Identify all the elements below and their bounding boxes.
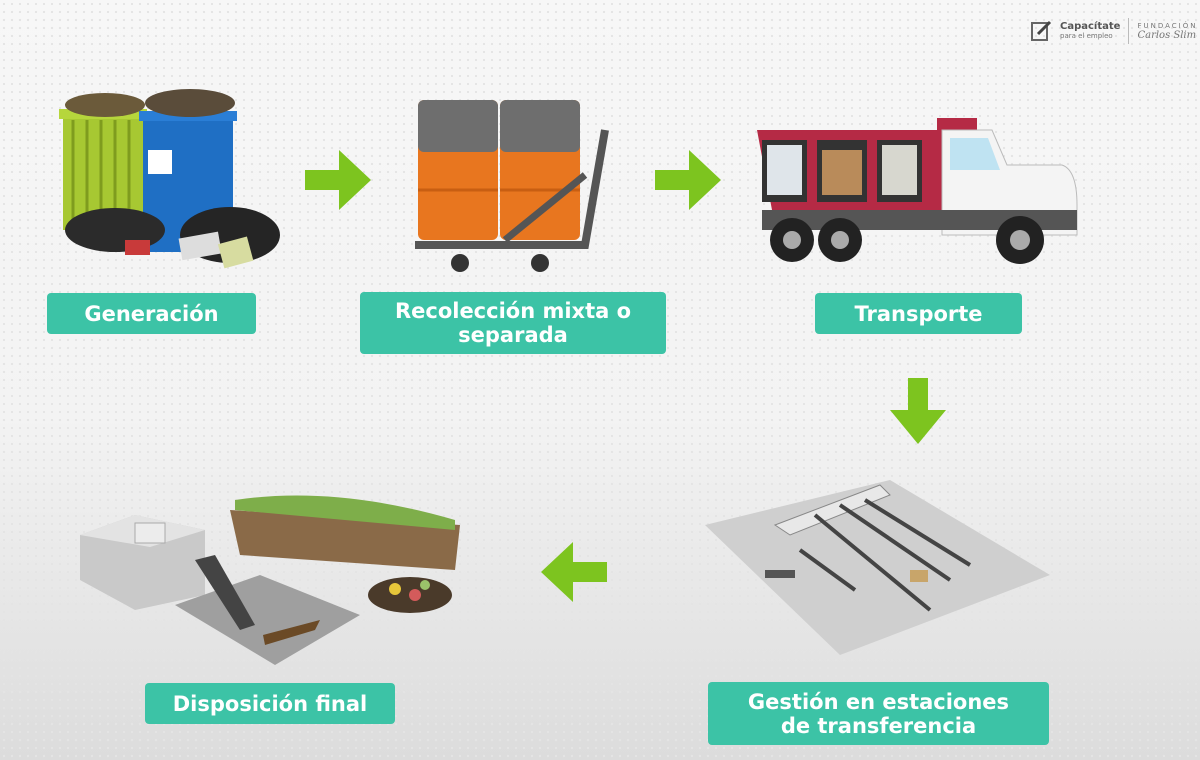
step-transporte-label: Transporte (815, 293, 1022, 334)
step-gestion-label: Gestión en estaciones de transferencia (708, 682, 1049, 745)
arrow-left-icon (541, 542, 607, 606)
notebook-pencil-icon (1031, 20, 1052, 41)
step-recoleccion-label: Recolección mixta o separada (360, 292, 666, 354)
arrow-down-icon (890, 378, 946, 448)
step-generacion-label: Generación (47, 293, 256, 334)
barrels-cart-illustration (415, 100, 609, 272)
step-disposicion-label: Disposición final (145, 683, 395, 724)
transfer-station-illustration (705, 480, 1050, 655)
logo-foundation: FUNDACIÓN (1137, 21, 1198, 30)
landfill-illustration (80, 495, 460, 665)
garbage-bins-illustration (59, 89, 280, 269)
logo-divider (1128, 18, 1130, 44)
arrow-right-icon (305, 150, 371, 214)
logo-tagline: para el empleo (1060, 32, 1113, 40)
dump-truck-illustration (757, 118, 1078, 264)
logo-foundation-name: Carlos Slim (1137, 29, 1197, 41)
logo-brand: Capacítate (1060, 21, 1121, 32)
arrow-right-icon (655, 150, 721, 214)
